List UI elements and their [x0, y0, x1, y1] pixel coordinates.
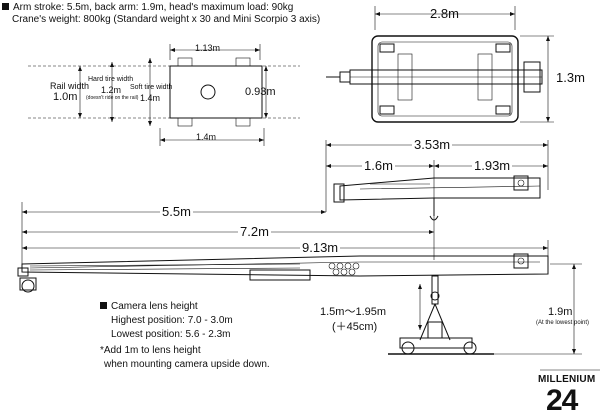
- lens-highest: Highest position: 7.0 - 3.0m: [111, 315, 233, 326]
- bullet-icon: [2, 3, 9, 10]
- dim-3-53m: 3.53m: [412, 137, 453, 152]
- soft-tire-label: Soft tire width: [130, 84, 173, 91]
- arm-lattice: [29, 263, 301, 271]
- dim-2-8m: 2.8m: [430, 6, 459, 21]
- lens-note-1: *Add 1m to lens height: [100, 345, 201, 356]
- column-range: 1.5m〜1.95m: [320, 306, 387, 318]
- lens-height-title: Camera lens height: [100, 300, 198, 313]
- dim-9-13m: 9.13m: [300, 240, 341, 255]
- lens-note-2: when mounting camera upside down.: [104, 359, 270, 370]
- lens-lowest: Lowest position: 5.6 - 2.3m: [111, 329, 231, 340]
- crane-arm-extended: [17, 253, 549, 355]
- dim-0-93m: 0.93m: [245, 86, 276, 98]
- height-note: (At the lowest point): [536, 320, 590, 326]
- lens-height-title-text: Camera lens height: [111, 301, 198, 312]
- height-dimensions: [418, 256, 582, 355]
- base-top-view: [28, 44, 300, 146]
- header-line-1: Arm stroke: 5.5m, back arm: 1.9m, head's…: [2, 2, 293, 13]
- hard-tire-label: Hard tire width: [88, 76, 134, 83]
- crane-arm-retracted: [333, 175, 541, 221]
- page-number: 24: [546, 384, 578, 417]
- column-extra: (＋45cm): [332, 321, 378, 333]
- header-line-2: Crane's weight: 800kg (Standard weight x…: [12, 14, 321, 25]
- hard-tire-value: 1.2m: [101, 85, 122, 95]
- dim-1-13m: 1.13m: [195, 43, 221, 53]
- dim-5-5m: 5.5m: [160, 204, 193, 219]
- brand-name: MILLENIUM: [538, 374, 596, 385]
- bullet-icon: [100, 302, 107, 309]
- dim-7-2m: 7.2m: [238, 224, 271, 239]
- arm-stroke-text: Arm stroke: 5.5m, back arm: 1.9m, head's…: [13, 2, 294, 13]
- dim-1-6m: 1.6m: [362, 158, 395, 173]
- side-dimensions: [21, 140, 549, 265]
- dim-1-93m: 1.93m: [472, 158, 513, 173]
- rail-width-label: Rail width: [50, 81, 90, 91]
- rail-width-value: 1.0m: [53, 91, 78, 103]
- dim-1-4m: 1.4m: [196, 132, 217, 142]
- height-1-9m: 1.9m: [548, 306, 573, 318]
- crane-top-view: [326, 6, 554, 123]
- dim-1-3m: 1.3m: [556, 70, 585, 85]
- soft-tire-value: 1.4m: [140, 93, 161, 103]
- hard-tire-note: (doesn't ride on the rail): [86, 95, 139, 101]
